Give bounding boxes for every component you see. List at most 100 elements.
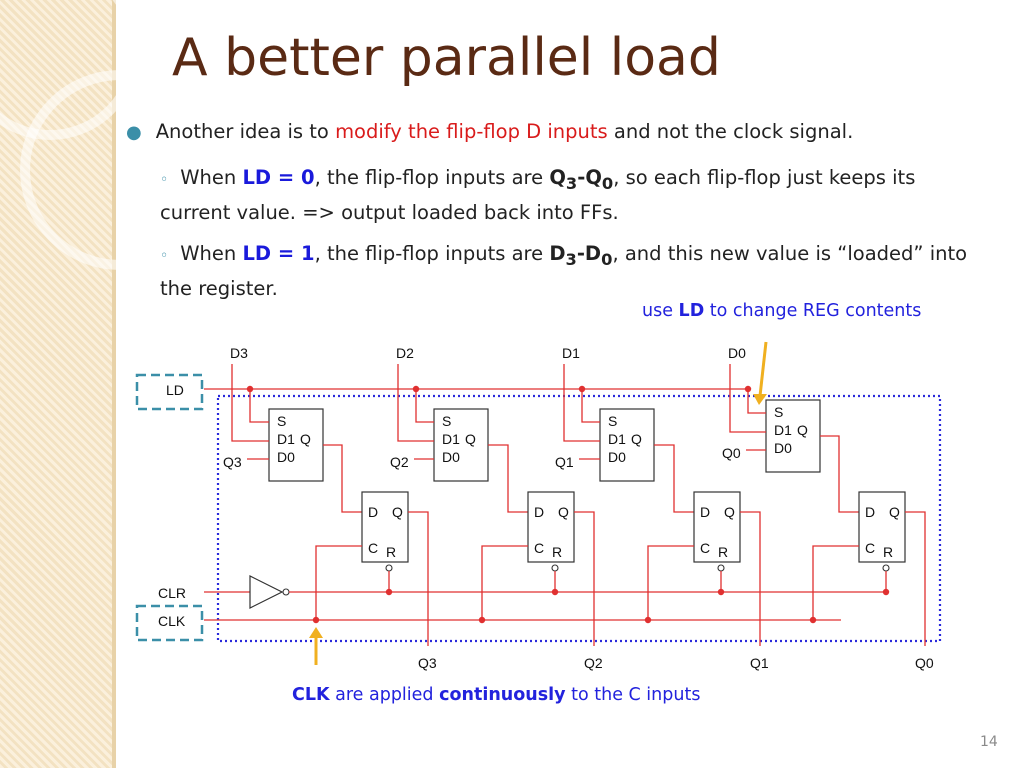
junction-dot [644,616,652,624]
clk-highlight-box [135,604,204,642]
bullet-1: ●Another idea is to modify the flip-flop… [126,120,1006,143]
slide-title: A better parallel load [172,28,721,88]
select-wire [249,389,269,423]
output-label-q2: Q2 [584,655,603,671]
inverter-icon [249,575,284,609]
junction-dot [312,616,320,624]
ff-pin-c: C [865,540,875,556]
bullet-1-text: Another idea is to [155,120,336,143]
ff-pin-c: C [700,540,710,556]
ff-pin-r: R [552,544,562,560]
q-out-wire [574,511,595,646]
mux-pin-q: Q [300,431,311,447]
ff-pin-d: D [700,504,710,520]
bullet-3-sub3: 3 [565,249,577,269]
ld-note-bold: LD [678,301,705,321]
bullet-2-q: Q [549,166,566,189]
mux-pin-d1: D1 [442,431,460,447]
ff-pin-c: C [368,540,378,556]
input-label-d3: D3 [230,345,248,361]
mux-to-ff-wire [323,444,362,513]
junction-dot [246,385,254,393]
side-edge [112,0,116,768]
mux-pin-s: S [277,413,286,429]
ff-pin-r: R [386,544,396,560]
clk-to-c-wire [481,545,528,620]
page-number: 14 [980,734,998,750]
bullet-2-dashq: -Q [577,166,602,189]
decorative-circle [20,70,220,270]
mux-pin-s: S [608,413,617,429]
clk-note-mid: are applied [329,685,440,705]
flip-flop-box [693,491,741,563]
mux-pin-q: Q [465,431,476,447]
mux-pin-d0: D0 [442,449,460,465]
bullet-2-end: , so each flip-flop just keeps its curre… [160,166,916,224]
output-label-q0: Q0 [915,655,934,671]
q-out-wire [740,511,761,646]
ff-pin-q: Q [558,504,569,520]
bullet-ring-icon: ◦ [160,172,169,188]
ff-pin-d: D [865,504,875,520]
feedback-label: Q1 [555,454,574,470]
clk-note-post: to the C inputs [565,685,701,705]
junction-dot [385,588,393,596]
junction-dot [551,588,559,596]
clk-note-bold1: CLK [292,685,330,705]
data-in-wire [563,364,600,442]
ld-label: LD [166,382,184,398]
flip-flop-box [858,491,906,563]
inversion-bubble [882,564,890,572]
junction-dot [578,385,586,393]
ff-pin-r: R [718,544,728,560]
input-label-d1: D1 [562,345,580,361]
data-in-wire [231,364,269,442]
ff-pin-d: D [368,504,378,520]
bullet-2-sub0: 0 [601,173,614,193]
ff-pin-q: Q [392,504,403,520]
bullet-3-sub0: 0 [601,249,613,269]
bullet-2-ld: LD = 0 [242,166,315,189]
ff-pin-q: Q [889,504,900,520]
mux-to-ff-wire [820,435,859,513]
clk-note-bold2: continuously [439,685,566,705]
q-out-wire [905,511,926,646]
clk-to-c-wire [647,545,694,620]
output-label-q1: Q1 [750,655,769,671]
mux-pin-d0: D0 [608,449,626,465]
feedback-label: Q3 [223,454,242,470]
mux-box [433,408,489,482]
mux-pin-d1: D1 [608,431,626,447]
data-in-wire [729,364,766,433]
bullet-2-sub3: 3 [565,173,578,193]
mux-pin-d0: D0 [774,440,792,456]
ld-note-pre: use [642,301,679,321]
bullet-3-when: When [180,242,243,265]
bullet-3-mid: , the flip-flop inputs are [314,242,550,265]
mux-pin-s: S [442,413,451,429]
inversion-bubble [551,564,559,572]
bullet-3-end: , and this new value is “loaded” into th… [160,242,968,300]
ld-arrow-head-icon [753,394,767,405]
mux-pin-d0: D0 [277,449,295,465]
ld-arrow-icon [758,341,768,397]
select-wire [581,389,600,423]
junction-dot [744,385,752,393]
feedback-label: Q2 [390,454,409,470]
inversion-bubble [717,564,725,572]
data-in-wire [397,364,434,442]
ld-highlight-box [135,373,204,411]
mux-box [765,399,821,473]
clk-annotation: CLK are applied continuously to the C in… [292,685,700,705]
bullet-ring-icon: ◦ [160,248,169,264]
register-boundary [216,394,942,643]
clk-label: CLK [158,613,186,629]
bullet-1-highlight: modify the flip-flop D inputs [335,120,608,143]
ff-pin-q: Q [724,504,735,520]
mux-pin-d1: D1 [277,431,295,447]
bullet-2-when: When [180,166,243,189]
ff-pin-r: R [883,544,893,560]
clk-arrow-head-icon [309,627,323,638]
input-label-d2: D2 [396,345,414,361]
bullet-3-dashd: -D [576,242,602,265]
